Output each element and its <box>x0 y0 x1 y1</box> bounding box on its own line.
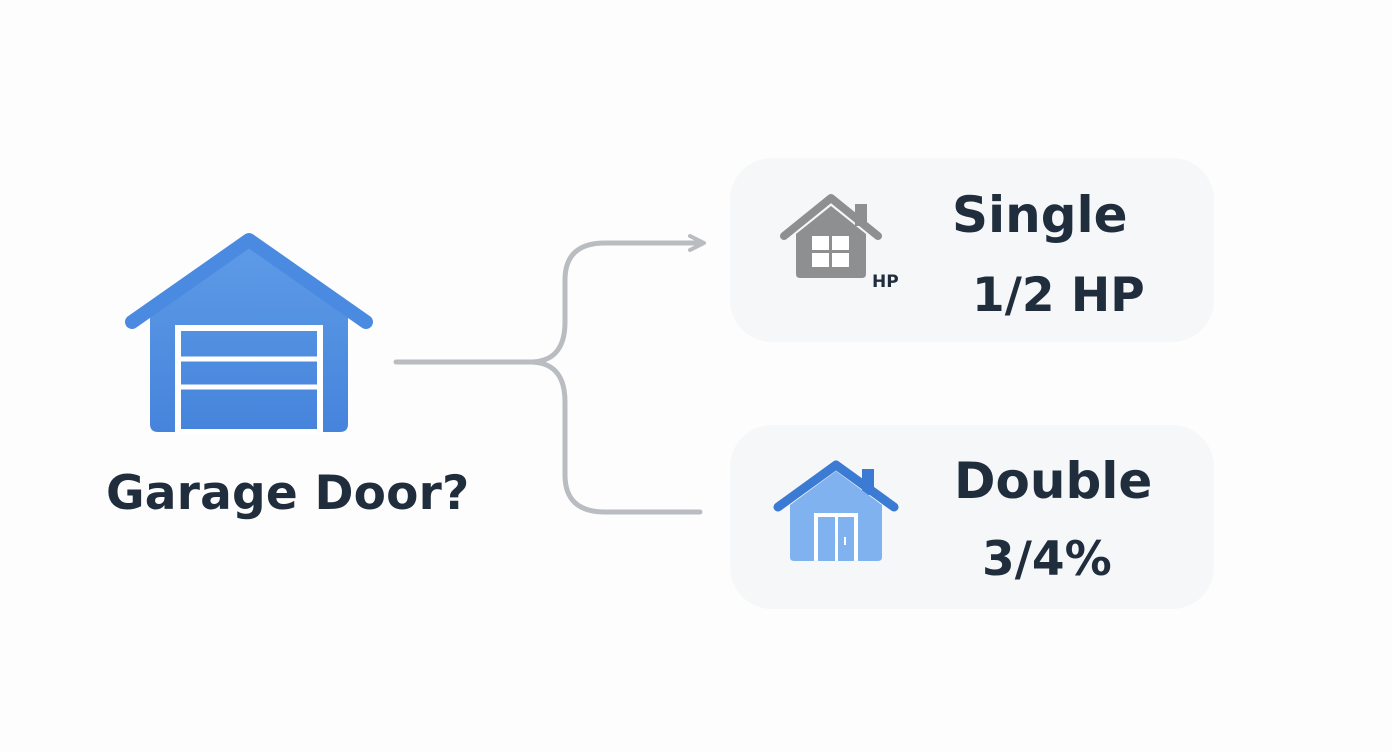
option-card-double: Double 3/4% <box>730 425 1214 609</box>
gray-house-icon <box>780 194 882 278</box>
option-title-double: Double <box>954 452 1153 510</box>
option-value-double: 3/4% <box>982 532 1112 587</box>
hp-tag: HP <box>872 272 899 292</box>
connector-line-double <box>527 359 703 515</box>
option-title-single: Single <box>952 186 1128 244</box>
connector-line-single <box>393 240 701 365</box>
option-card-single: HP Single 1/2 HP <box>730 158 1214 342</box>
blue-house-icon <box>773 460 899 561</box>
arrowhead-icon <box>688 234 706 252</box>
option-value-single: 1/2 HP <box>972 268 1145 323</box>
question-label: Garage Door? <box>106 466 470 521</box>
garage-icon <box>125 233 373 435</box>
